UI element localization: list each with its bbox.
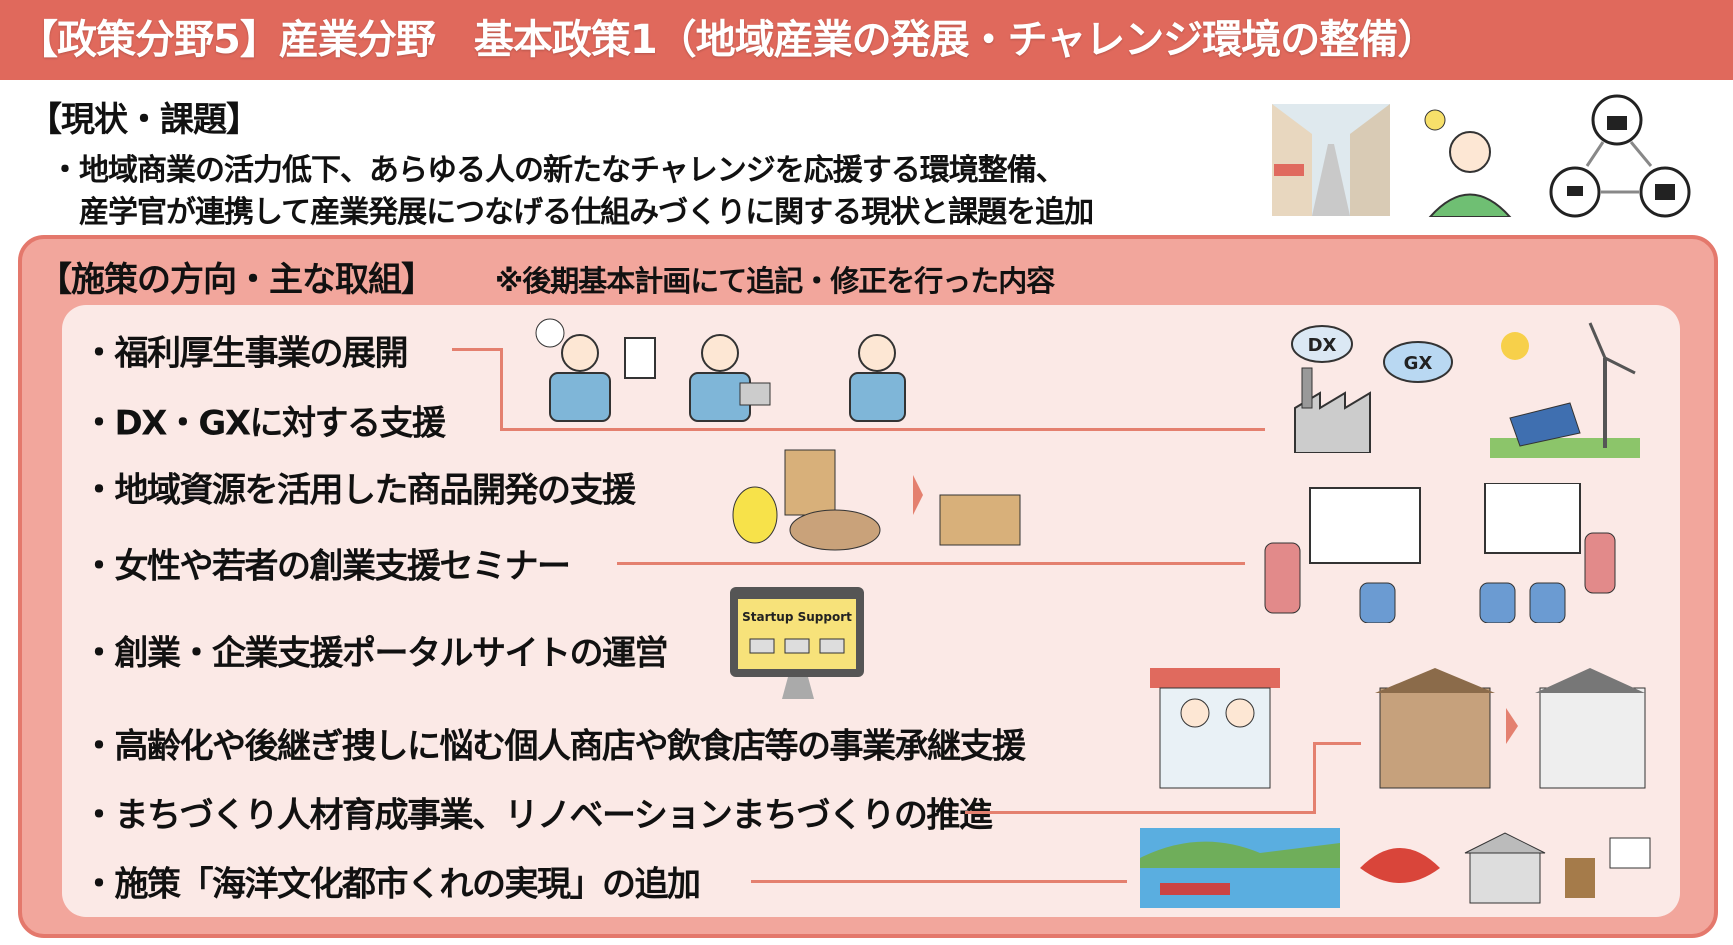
renewable-energy-illustration xyxy=(1490,322,1640,458)
dx-label: DX xyxy=(1308,335,1337,356)
thinking-person-illustration xyxy=(1424,109,1512,217)
current-issues-line-1: ・地域商業の活力低下、あらゆる人の新たなチャレンジを応援する環境整備、 xyxy=(50,153,1066,188)
measures-heading: 【施策の方向・主な取組】 xyxy=(38,260,435,300)
measure-item: ・施策「海洋文化都市くれの実現」の追加 xyxy=(82,864,701,905)
workers-welfare-illustration xyxy=(535,318,906,422)
portal-label: Startup Support xyxy=(742,610,852,624)
industry-academia-government-icon xyxy=(1549,94,1691,218)
measure-item: ・創業・企業支援ポータルサイトの運営 xyxy=(82,633,669,674)
connector-line xyxy=(751,880,1127,883)
measure-item: ・DX・GXに対する支援 xyxy=(82,403,446,444)
connector-line xyxy=(1313,742,1316,814)
shopping-street-illustration xyxy=(1272,104,1390,216)
measure-item: ・まちづくり人材育成事業、リノベーションまちづくりの推進 xyxy=(82,795,993,836)
dx-gx-factory-illustration: DX GX xyxy=(1291,325,1453,453)
maritime-culture-illustration xyxy=(1140,828,1651,908)
current-issues-line-2: 産学官が連携して産業発展につなげる仕組みづくりに関する現状と課題を追加 xyxy=(50,195,1094,230)
measure-item: ・女性や若者の創業支援セミナー xyxy=(82,546,571,587)
connector-line xyxy=(965,811,1315,814)
connector-line xyxy=(500,348,503,430)
page-title: 【政策分野5】産業分野 基本政策1（地域産業の発展・チャレンジ環境の整備） xyxy=(0,0,1733,80)
measures-note: ※後期基本計画にて追記・修正を行った内容 xyxy=(495,264,1055,298)
seminar-illustration xyxy=(1264,483,1616,623)
connector-line xyxy=(500,428,1265,431)
measure-item: ・地域資源を活用した商品開発の支援 xyxy=(82,470,636,511)
measure-item: ・福利厚生事業の展開 xyxy=(82,333,409,374)
connector-line xyxy=(452,348,502,351)
connector-line xyxy=(617,562,1245,565)
current-issues-heading: 【現状・課題】 xyxy=(28,100,260,140)
business-succession-illustration xyxy=(1150,668,1646,789)
portal-site-monitor-illustration: Startup Support xyxy=(730,587,864,699)
measure-item: ・高齢化や後継ぎ捜しに悩む個人商店や飲食店等の事業承継支援 xyxy=(82,726,1026,767)
connector-line xyxy=(1313,742,1361,745)
local-products-illustration xyxy=(732,449,1021,551)
gx-label: GX xyxy=(1404,353,1433,374)
